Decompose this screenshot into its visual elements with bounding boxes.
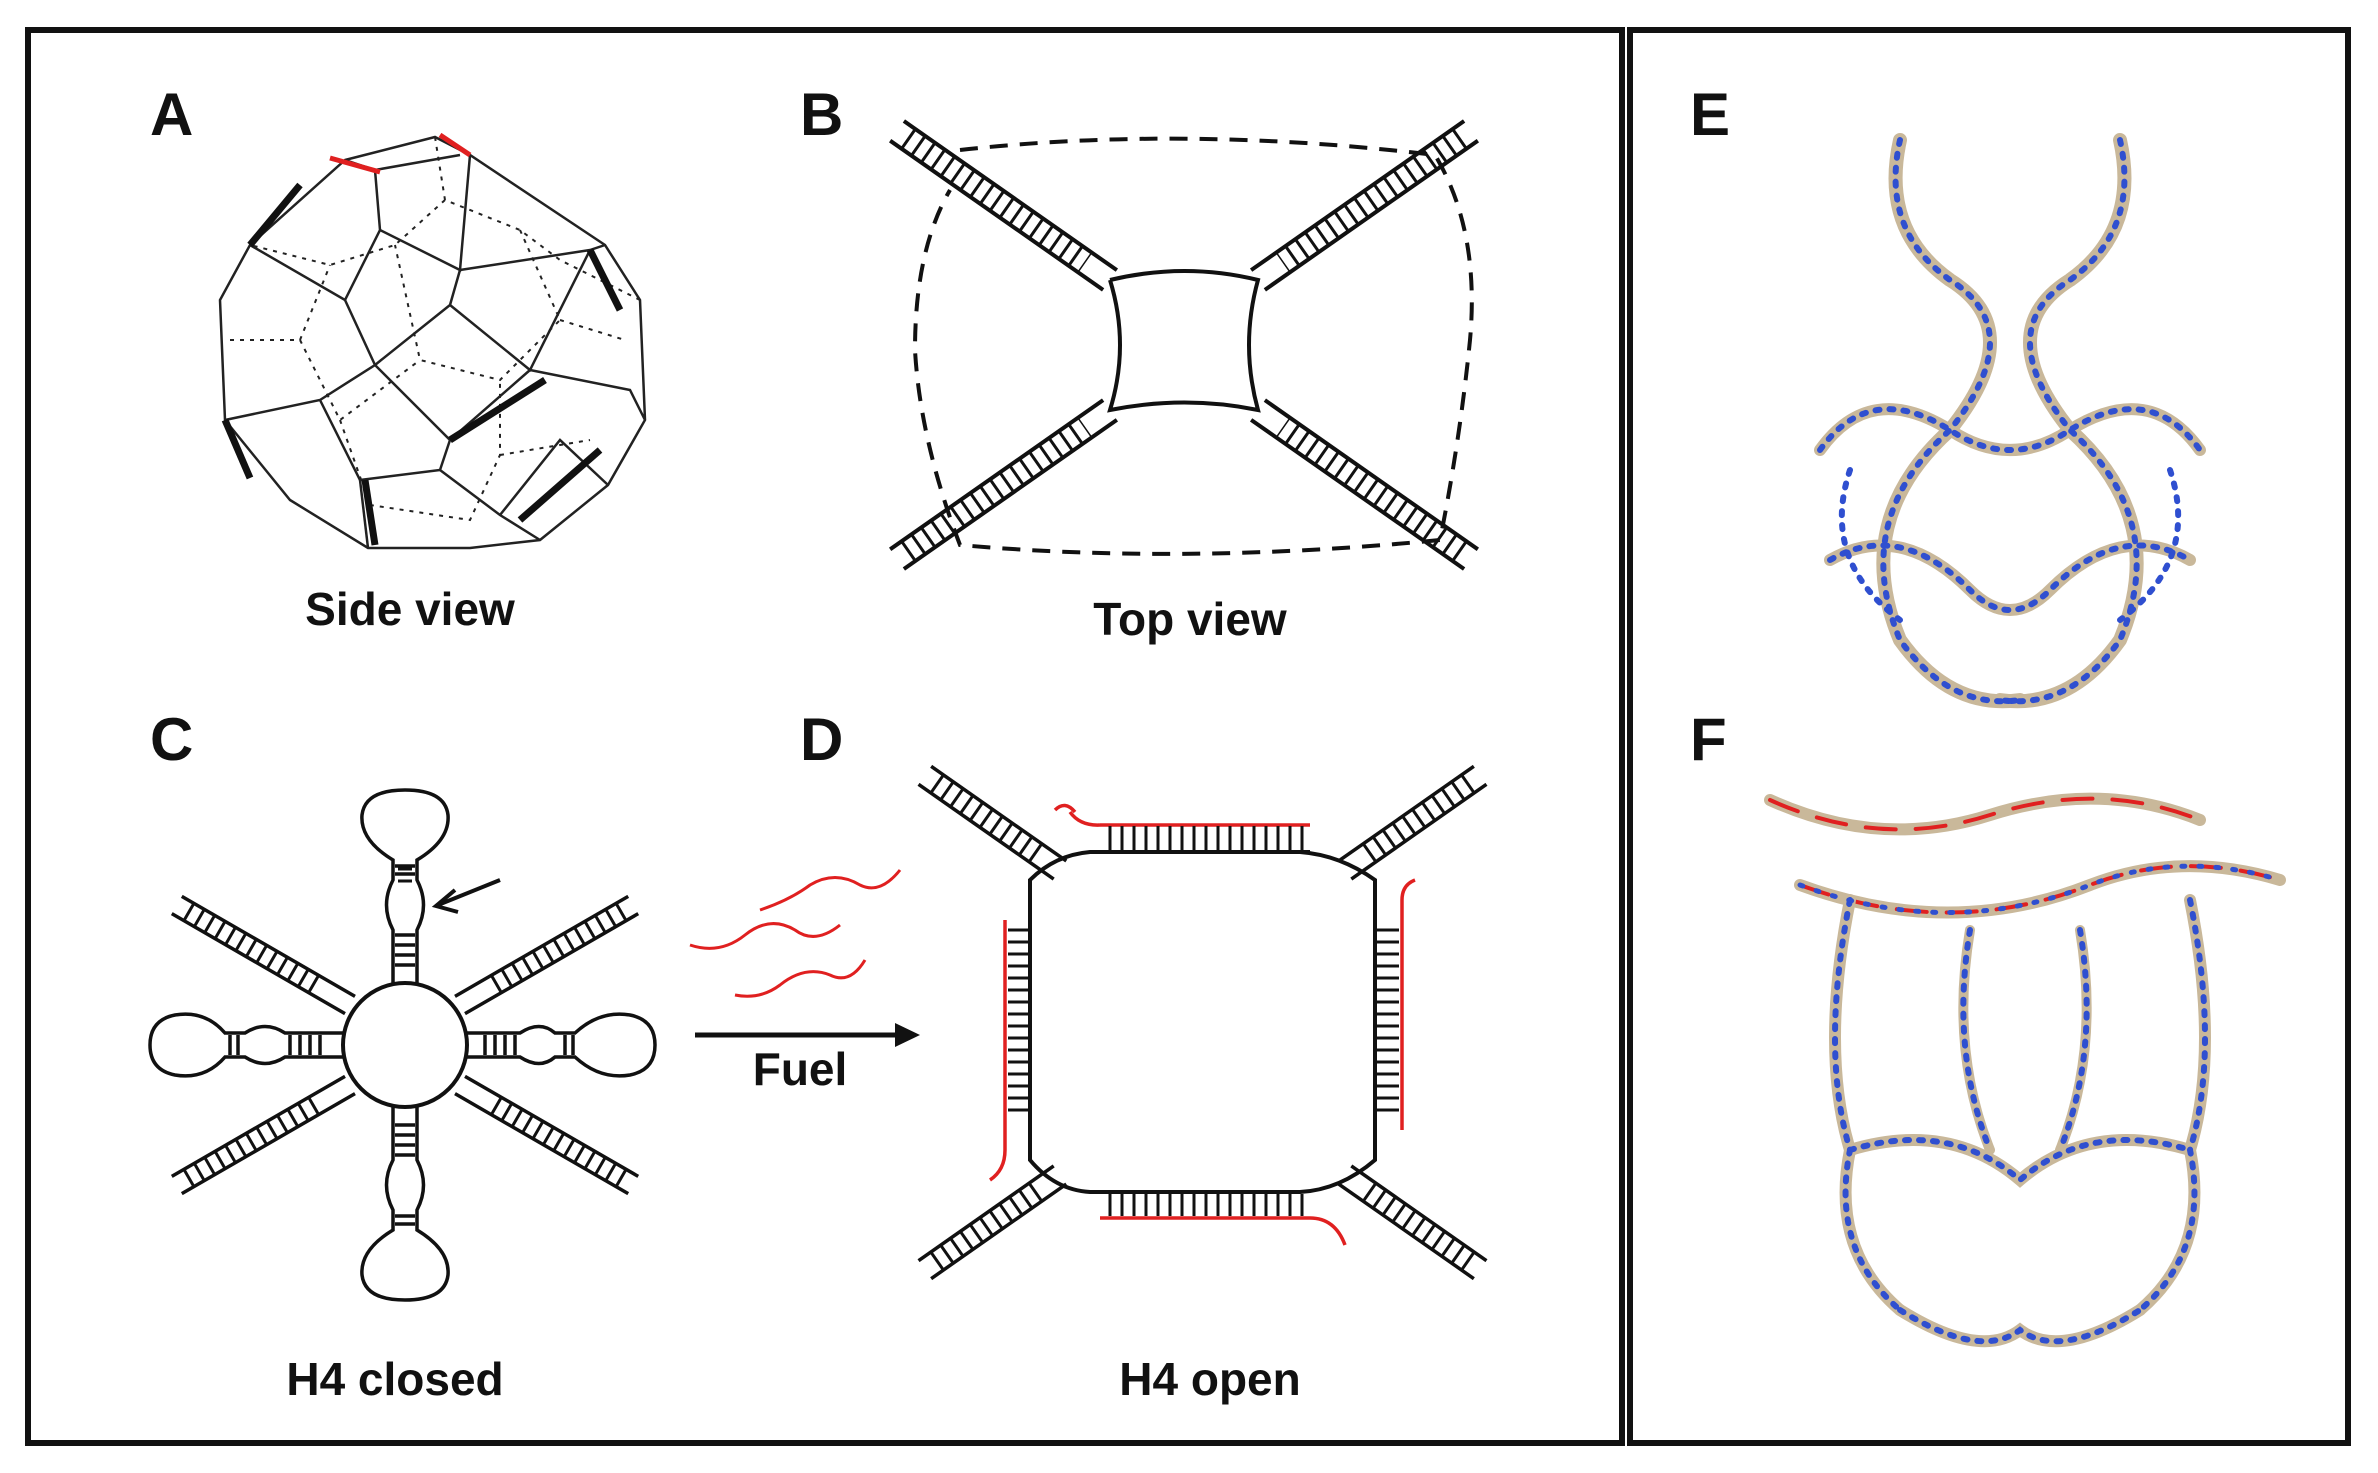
panel-e-letter: E [1690,81,1730,148]
panel-a: A [150,81,647,635]
panel-c-letter: C [150,706,193,773]
fuel-label: Fuel [753,1043,848,1095]
helix-arm-bottom-right [1249,398,1480,571]
helix-arm-bottom-left [888,398,1119,571]
panel-b: B Top view [800,81,1480,645]
panel-b-caption: Top view [1093,593,1287,645]
panel-d: D [800,706,1488,1405]
hairpin-top [360,788,450,985]
panel-f-letter: F [1690,706,1727,773]
closed-3d-model [1814,133,2206,709]
panel-c-caption: H4 closed [286,1353,503,1405]
open-junction-square [1028,850,1377,1194]
arm-lower-left [170,1074,356,1196]
panel-c: C [148,706,657,1405]
panel-b-letter: B [800,81,843,148]
panel-e: E [1690,81,2206,709]
polyhedron-side-view [218,132,647,550]
right-duplex [1377,878,1416,1130]
panel-d-letter: D [800,706,843,773]
junction-square [1107,269,1261,413]
panel-f: F [1690,706,2286,1348]
helix-arm-top-right [1249,119,1480,292]
panel-a-caption: Side view [305,583,515,635]
left-duplex [988,920,1028,1182]
hairpin-right [467,1012,657,1078]
arm-upper-left [170,894,356,1016]
open-3d-model [1764,792,2286,1348]
arm-lower-right [454,1074,640,1196]
panel-d-caption: H4 open [1119,1353,1300,1405]
corner-arm-top-left [917,764,1068,881]
top-rungs [1105,826,1305,850]
fuel-strands [689,869,902,998]
top-duplex [1053,803,1310,827]
left-frame [25,27,1625,1446]
hairpin-left [148,1012,343,1078]
corner-arm-top-right [1337,764,1488,881]
arm-upper-right [454,894,640,1016]
corner-arm-bottom-right [1337,1164,1488,1281]
corner-arm-bottom-left [917,1164,1068,1281]
bottom-rungs [1105,1194,1305,1216]
panel-a-letter: A [150,81,193,148]
dashed-boundary [912,136,1474,556]
right-frame [1627,27,2351,1446]
closed-junction-hub [341,981,469,1109]
helix-arm-top-left [888,119,1119,292]
hairpin-bottom [360,1105,450,1302]
pointer-arrow [431,878,501,914]
fuel-arrow [695,1023,920,1047]
